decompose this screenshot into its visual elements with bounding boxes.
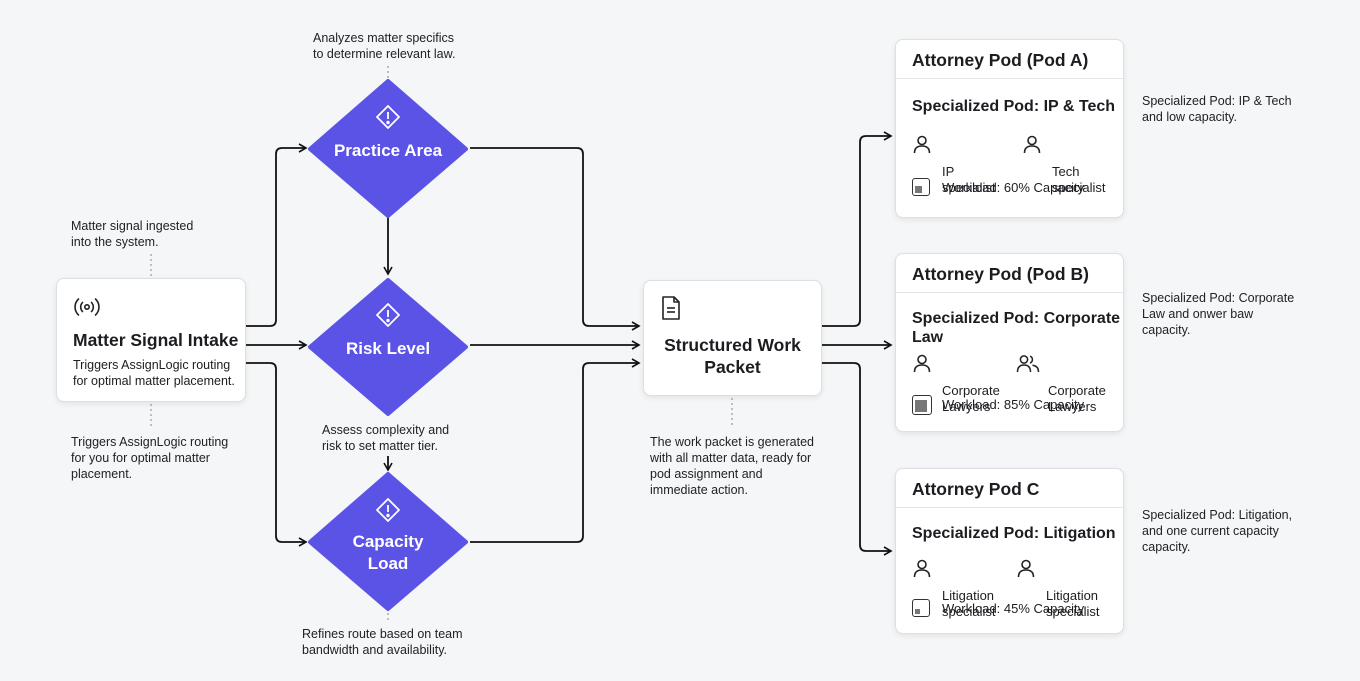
decision-label: Practice Area (333, 141, 443, 160)
intake-note-above: Matter signal ingested into the system. (71, 219, 194, 249)
pod-c-note: Specialized Pod: Litigation, and one cur… (1142, 508, 1293, 554)
packet-title: Structured Work Packet (664, 335, 801, 377)
intake-title: Matter Signal Intake (73, 330, 239, 350)
pod-member: Litigation specialist (1016, 556, 1099, 620)
decision-risk-level[interactable] (308, 278, 468, 416)
pod-member: Tech specialist (1022, 132, 1105, 196)
document-icon (662, 296, 680, 320)
pod-member-label: IP specialist (942, 164, 996, 195)
pod-header: Attorney Pod (Pod B) (896, 254, 1123, 293)
pod-workload: Workload: 45% Capacity (912, 599, 1084, 619)
workload-label: Workload: 45% Capacity (942, 601, 1085, 616)
connector-packet-poda (822, 131, 893, 327)
person-icon (1017, 559, 1035, 578)
attorney-pod-c-card[interactable]: Attorney Pod C Specialized Pod: Litigati… (895, 468, 1124, 634)
person-icon (913, 135, 931, 154)
pod-member-label: Litigation specialist (1046, 588, 1100, 619)
pod-member: Corporate Lawyers (1016, 351, 1106, 415)
attorney-pod-b-card[interactable]: Attorney Pod (Pod B) Specialized Pod: Co… (895, 253, 1124, 432)
pod-member: IP specialist (912, 132, 995, 196)
pod-member: Litigation specialist (912, 556, 995, 620)
alert-icon (376, 105, 400, 129)
connector-capacity-packet (470, 358, 641, 543)
capacity-load-note: Refines route based on team bandwidth an… (302, 627, 463, 657)
pod-header: Attorney Pod C (896, 469, 1123, 508)
workload-label: Workload: 60% Capacity (942, 180, 1085, 195)
attorney-pod-a-card[interactable]: Attorney Pod (Pod A) Specialized Pod: IP… (895, 39, 1124, 218)
decision-label: Capacity Load (352, 532, 424, 573)
alert-icon (376, 303, 400, 327)
pod-member-label: Tech specialist (1052, 164, 1106, 195)
pod-specialty: Specialized Pod: Litigation (912, 525, 1116, 542)
structured-work-packet-node[interactable]: Structured Work Packet (643, 280, 822, 396)
pod-b-note: Specialized Pod: Corporate Law and onwer… (1142, 291, 1295, 337)
person-icon (913, 354, 931, 373)
pod-specialty: Specialized Pod: IP & Tech (912, 98, 1116, 115)
intake-note-below: Triggers AssignLogic routing for you for… (71, 435, 229, 481)
connector-practice-packet (470, 147, 641, 331)
radio-signal-icon (74, 298, 100, 316)
practice-area-note: Analyzes matter specifics to determine r… (313, 31, 456, 61)
workload-meter-icon (912, 599, 930, 617)
connector-packet-podc (822, 362, 893, 556)
pod-member: Corporate Lawyers (912, 351, 1000, 415)
decision-label: Risk Level (345, 339, 431, 358)
alert-icon (376, 498, 400, 522)
workload-meter-icon (912, 178, 930, 196)
workload-label: Workload: 85% Capacity (942, 397, 1085, 412)
pod-specialty: Specialized Pod: Corporate Law (912, 310, 1121, 346)
decision-practice-area[interactable] (308, 79, 468, 218)
people-icon (1016, 355, 1040, 373)
intake-subtitle: Triggers AssignLogic routing for optimal… (73, 358, 235, 388)
matter-signal-intake-node[interactable]: Matter Signal Intake Triggers AssignLogi… (56, 278, 246, 402)
person-icon (1023, 135, 1041, 154)
risk-level-note: Assess complexity and risk to set matter… (322, 423, 450, 453)
pod-member-label: Corporate Lawyers (1048, 383, 1106, 414)
connector-intake-capacity (246, 362, 308, 547)
decision-capacity-load[interactable] (308, 472, 468, 611)
connector-intake-practice (246, 143, 308, 327)
person-icon (913, 559, 931, 578)
pod-a-note: Specialized Pod: IP & Tech and low capac… (1142, 94, 1292, 124)
pod-member-label: Corporate Lawyers (942, 383, 1000, 414)
pod-workload: Workload: 60% Capacity (912, 178, 1084, 198)
pod-header: Attorney Pod (Pod A) (896, 40, 1123, 79)
packet-note: The work packet is generated with all ma… (650, 435, 814, 497)
pod-workload: Workload: 85% Capacity (912, 395, 1084, 415)
pod-member-label: Litigation specialist (942, 588, 996, 619)
workload-meter-icon (912, 395, 932, 415)
